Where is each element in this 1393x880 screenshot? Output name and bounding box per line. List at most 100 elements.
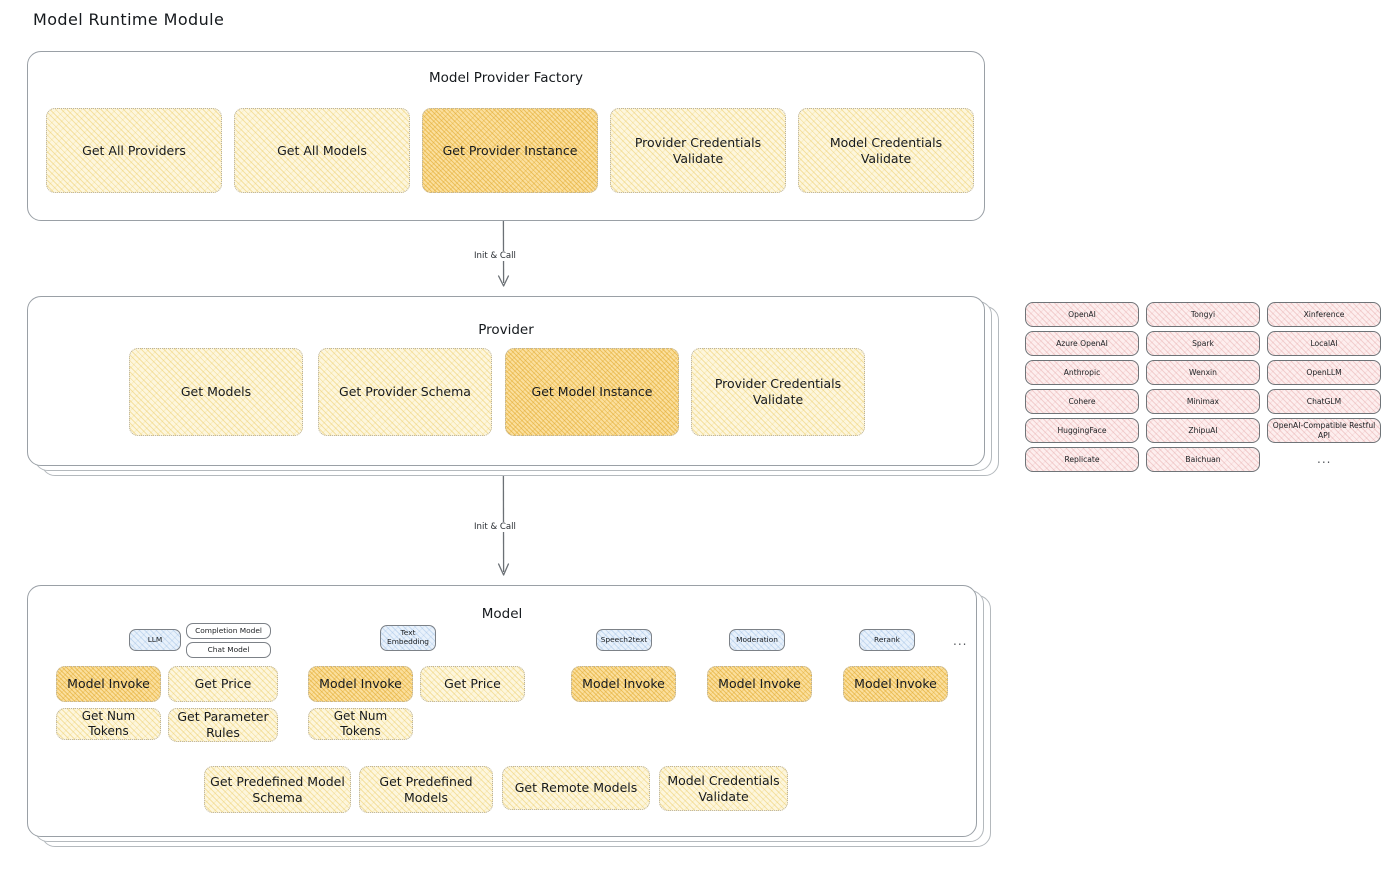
model-node-label: Get Price [194,676,252,692]
model-node-label: Model Invoke [718,676,801,692]
model-node-model-credentials-validate[interactable]: Model Credentials Validate [659,766,788,811]
provider-chip-label: Tongyi [1190,309,1216,319]
factory-node-label: Model Credentials Validate [829,134,943,166]
provider-node-get-models[interactable]: Get Models [129,348,303,436]
model-node-label: Model Invoke [67,676,150,692]
provider-chip-zhipuai[interactable]: ZhipuAI [1146,418,1260,443]
provider-chip-openai[interactable]: OpenAI [1025,302,1139,327]
provider-chip-label: Azure OpenAI [1056,338,1108,348]
model-type-badge-label: Text Embedding [387,628,429,646]
model-card: Model LLM Completion Model Chat Model Mo… [27,585,977,837]
connector-provider-to-model: Init & Call [470,475,540,586]
provider-chip-label: Baichuan [1185,454,1221,464]
factory-node-label: Get Provider Instance [442,142,578,158]
provider-chip-openai-compatible-restful-api[interactable]: OpenAI-Compatible Restful API [1267,418,1381,443]
model-node-get-predefined-models[interactable]: Get Predefined Models [359,766,493,813]
factory-node-get-provider-instance[interactable]: Get Provider Instance [422,108,598,193]
provider-chip-minimax[interactable]: Minimax [1146,389,1260,414]
model-node-rerank-model-invoke[interactable]: Model Invoke [843,666,948,702]
provider-chip-label: LocalAI [1310,338,1338,348]
model-node-label: Model Invoke [854,676,937,692]
factory-node-label: Get All Models [277,142,367,158]
model-node-llm-get-num-tokens[interactable]: Get Num Tokens [56,708,161,740]
model-title: Model [481,606,523,622]
model-type-badge-label: Rerank [874,634,900,644]
connector-label: Init & Call [471,251,519,261]
provider-chip-xinference[interactable]: Xinference [1267,302,1381,327]
provider-node-provider-credentials-validate[interactable]: Provider Credentials Validate [691,348,865,436]
model-type-badge-label: Moderation [736,634,778,644]
provider-node-label: Get Models [180,384,252,400]
provider-title: Provider [478,322,534,338]
provider-chip-baichuan[interactable]: Baichuan [1146,447,1260,472]
arrow-down-icon [497,220,510,287]
model-node-label: Get Num Tokens [333,709,388,738]
provider-list-more: ... [1317,452,1332,466]
factory-node-get-all-providers[interactable]: Get All Providers [46,108,222,193]
provider-chip-label: Xinference [1303,309,1345,319]
provider-chip-azure-openai[interactable]: Azure OpenAI [1025,331,1139,356]
provider-node-get-provider-schema[interactable]: Get Provider Schema [318,348,492,436]
model-type-badge-text-embedding[interactable]: Text Embedding [380,625,436,651]
model-type-badge-label: LLM [147,634,163,644]
model-type-badge-rerank[interactable]: Rerank [859,629,915,651]
provider-chip-chatglm[interactable]: ChatGLM [1267,389,1381,414]
provider-chip-label: OpenAI [1068,309,1096,319]
model-node-label: Get Remote Models [514,780,638,796]
model-types-more: ... [953,634,968,648]
provider-chip-tongyi[interactable]: Tongyi [1146,302,1260,327]
model-node-label: Get Predefined Models [379,773,473,805]
model-node-text-embedding-model-invoke[interactable]: Model Invoke [308,666,413,702]
model-node-llm-get-price[interactable]: Get Price [168,666,278,702]
provider-chip-label: Replicate [1064,454,1100,464]
model-node-label: Model Invoke [319,676,402,692]
provider-card: Provider Get Models Get Provider Schema … [27,296,985,466]
provider-chip-label: OpenLLM [1306,367,1342,377]
provider-node-label: Get Provider Schema [339,384,471,400]
provider-chip-huggingface[interactable]: HuggingFace [1025,418,1139,443]
provider-node-get-model-instance[interactable]: Get Model Instance [505,348,679,436]
model-node-text-embedding-get-price[interactable]: Get Price [420,666,525,702]
model-node-text-embedding-get-num-tokens[interactable]: Get Num Tokens [308,708,413,740]
connector-factory-to-provider: Init & Call [470,220,540,301]
model-node-label: Get Num Tokens [81,709,136,738]
model-subtype-badge-label: Chat Model [207,644,250,654]
provider-node-label: Get Model Instance [531,384,653,400]
model-type-badge-moderation[interactable]: Moderation [729,629,785,651]
model-type-badge-speech2text[interactable]: Speech2text [596,629,652,651]
provider-node-label: Provider Credentials Validate [714,376,842,407]
provider-chip-localai[interactable]: LocalAI [1267,331,1381,356]
model-type-badge-llm[interactable]: LLM [129,629,181,651]
provider-chip-label: Minimax [1186,396,1220,406]
model-node-moderation-model-invoke[interactable]: Model Invoke [707,666,812,702]
model-node-llm-get-parameter-rules[interactable]: Get Parameter Rules [168,708,278,742]
provider-chip-cohere[interactable]: Cohere [1025,389,1139,414]
model-provider-factory-card: Model Provider Factory Get All Providers… [27,51,985,221]
model-node-get-predefined-model-schema[interactable]: Get Predefined Model Schema [204,766,351,813]
model-node-label: Get Predefined Model Schema [210,773,345,805]
model-subtype-badge-completion-model[interactable]: Completion Model [186,623,271,639]
factory-node-provider-credentials-validate[interactable]: Provider Credentials Validate [610,108,786,193]
provider-chip-replicate[interactable]: Replicate [1025,447,1139,472]
model-subtype-badge-label: Completion Model [195,625,262,635]
provider-chip-label: ZhipuAI [1188,425,1218,435]
provider-chip-wenxin[interactable]: Wenxin [1146,360,1260,385]
model-node-label: Model Invoke [582,676,665,692]
provider-chip-openllm[interactable]: OpenLLM [1267,360,1381,385]
provider-chip-label: ChatGLM [1306,396,1342,406]
factory-node-model-credentials-validate[interactable]: Model Credentials Validate [798,108,974,193]
model-node-llm-model-invoke[interactable]: Model Invoke [56,666,161,702]
model-node-speech2text-model-invoke[interactable]: Model Invoke [571,666,676,702]
model-provider-factory-title: Model Provider Factory [428,70,583,86]
model-node-label: Model Credentials Validate [667,772,780,804]
provider-chip-spark[interactable]: Spark [1146,331,1260,356]
provider-chip-label: HuggingFace [1057,425,1107,435]
provider-chip-label: Anthropic [1063,367,1101,377]
model-node-get-remote-models[interactable]: Get Remote Models [502,766,650,810]
model-subtype-badge-chat-model[interactable]: Chat Model [186,642,271,658]
provider-chip-label: OpenAI-Compatible Restful API [1272,421,1376,440]
provider-list: OpenAI Azure OpenAI Anthropic Cohere Hug… [1025,300,1381,475]
provider-chip-anthropic[interactable]: Anthropic [1025,360,1139,385]
factory-node-get-all-models[interactable]: Get All Models [234,108,410,193]
connector-label: Init & Call [471,522,519,532]
